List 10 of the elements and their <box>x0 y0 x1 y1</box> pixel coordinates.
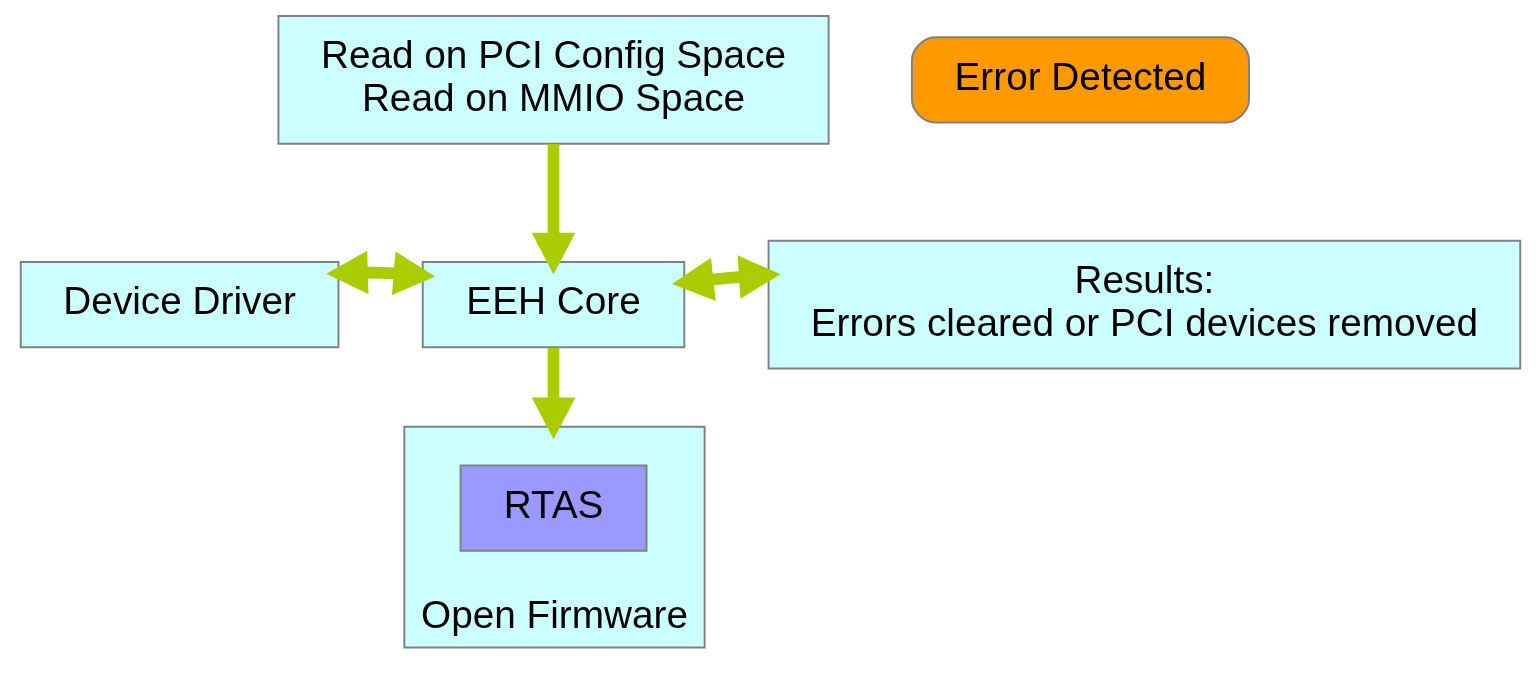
arrow <box>671 255 780 301</box>
node-box: EEH Core <box>421 261 685 349</box>
node-box: Results: Errors cleared or PCI devices removed <box>767 239 1521 370</box>
node-box: Device Driver <box>19 261 339 349</box>
node-box: Read on PCI Config Space Read on MMIO Space <box>276 15 830 145</box>
node-box: RTAS <box>459 464 647 552</box>
arrow <box>531 347 575 440</box>
arrow <box>531 143 575 275</box>
arrow <box>325 250 435 295</box>
node-box: Error Detected <box>910 36 1250 124</box>
